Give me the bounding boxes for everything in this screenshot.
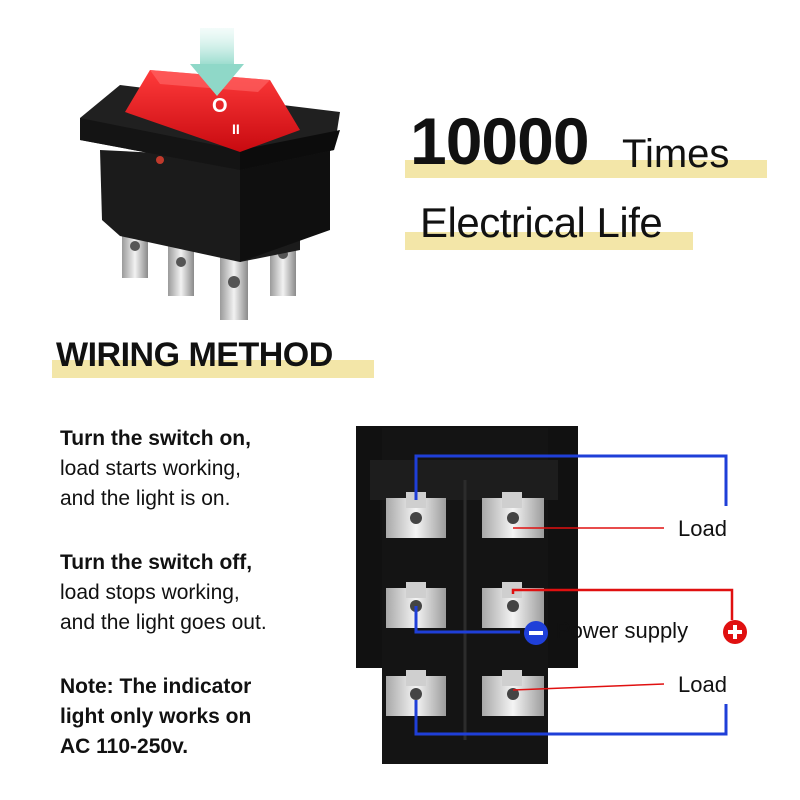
headline-highlight-2 [405, 232, 693, 250]
switch-on-mark: O [212, 95, 228, 117]
instruction-on-line3: and the light is on. [60, 487, 231, 510]
instruction-off-line3: and the light goes out. [60, 611, 267, 634]
plus-icon [723, 620, 747, 644]
load-label-top: Load [678, 516, 727, 541]
terminal [482, 670, 544, 716]
blue-wire-top-loop [414, 454, 728, 506]
headline-electrical-life: Electrical Life [420, 199, 663, 246]
terminal [386, 492, 446, 538]
power-supply-label: Power supply [556, 618, 689, 643]
instruction-off-line2: load stops working, [60, 581, 240, 604]
switch-bottom-view [356, 426, 578, 764]
headline-times: Times [622, 132, 730, 176]
instruction-note-line3: AC 110-250v. [60, 735, 189, 758]
headline-number: 10000 [410, 104, 590, 178]
instruction-switch-off: Turn the switch off, load stops working,… [60, 548, 267, 638]
rocker-switch-photo: O II [80, 28, 340, 320]
instruction-on-line2: load starts working, [60, 457, 241, 480]
blue-wire-negative [414, 606, 520, 634]
headline-highlight-1 [405, 160, 767, 178]
blue-wire-bottom-loop [414, 700, 728, 736]
instruction-off-line1: Turn the switch off, [60, 551, 253, 574]
load-bottom-leader [512, 683, 665, 691]
instruction-on-line1: Turn the switch on, [60, 427, 251, 450]
instruction-note-line1: Note: The indicator [60, 675, 252, 698]
instruction-note: Note: The indicator light only works on … [60, 672, 251, 762]
instruction-note-line2: light only works on [60, 705, 252, 728]
section-title: WIRING METHOD [56, 336, 333, 374]
press-arrow-icon [190, 28, 244, 96]
instruction-switch-on: Turn the switch on, load starts working,… [60, 424, 251, 514]
red-wire-positive [511, 588, 734, 620]
section-title-highlight [52, 360, 374, 378]
load-label-bottom: Load [678, 672, 727, 697]
switch-off-mark: II [232, 121, 240, 137]
minus-icon [524, 621, 548, 645]
terminal [482, 492, 544, 538]
